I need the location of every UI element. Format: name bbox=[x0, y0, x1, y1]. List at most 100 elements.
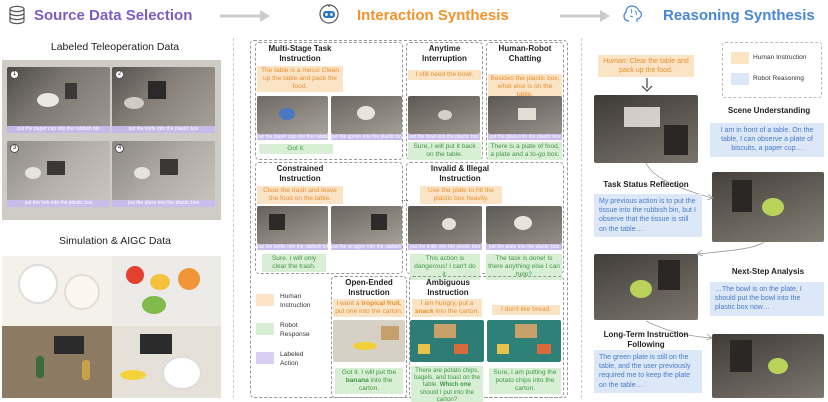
caption-bar bbox=[112, 126, 215, 133]
column-divider bbox=[581, 38, 582, 398]
action-caption-bar bbox=[408, 134, 480, 140]
action-caption-bar bbox=[486, 244, 562, 250]
ellipsis: ... bbox=[401, 193, 409, 203]
fruit-object bbox=[126, 266, 144, 284]
reasoning-frame-1 bbox=[594, 95, 698, 163]
robot-reasoning: The green plate is still on the table, a… bbox=[594, 350, 702, 393]
reasoning-frame-4 bbox=[712, 334, 824, 398]
multistage-title: Multi-Stage Task Instruction bbox=[268, 44, 332, 63]
plate-object bbox=[514, 216, 532, 230]
snack-object bbox=[418, 344, 430, 354]
robot-reasoning: My previous action is to put the tissue … bbox=[594, 194, 702, 237]
clip-number-badge: 2 bbox=[115, 70, 124, 79]
legend-label: Human Instruction bbox=[280, 293, 311, 309]
robot-reasoning: …The bowl is on the plate, I should put … bbox=[710, 282, 824, 316]
text-part: , put one into the carton. bbox=[335, 300, 403, 315]
fruit-object bbox=[120, 370, 146, 380]
teleop-clip-4: put the glass into the plastic box 4 bbox=[112, 141, 215, 207]
sim-image-collage bbox=[2, 256, 221, 398]
teleop-clip-2: put the knife into the plastic box 2 bbox=[112, 67, 215, 133]
ambiguous-panel bbox=[409, 276, 564, 398]
robot-arm bbox=[730, 340, 752, 372]
legend-label: Robot Response bbox=[280, 322, 310, 338]
arrow-right-icon bbox=[558, 8, 614, 29]
action-frame bbox=[257, 206, 328, 244]
bin-object bbox=[269, 214, 285, 230]
table-object bbox=[160, 159, 178, 175]
legend-swatch-human bbox=[256, 294, 274, 306]
table-object bbox=[47, 161, 65, 175]
action-caption-bar bbox=[488, 134, 562, 140]
action-frame bbox=[488, 96, 562, 134]
legend-label: Labeled Action bbox=[280, 351, 304, 367]
text-emphasis: Which one bbox=[439, 381, 472, 389]
human-instruction: Use the plate to hit the plastic box hea… bbox=[420, 186, 502, 204]
table-object bbox=[25, 167, 41, 179]
action-caption-bar bbox=[257, 134, 328, 140]
human-instruction: Clear the trash and leave the food on th… bbox=[257, 186, 343, 204]
snack-object bbox=[454, 344, 468, 354]
clip-number-badge: 1 bbox=[10, 70, 19, 79]
table-object bbox=[65, 83, 77, 99]
snack-object bbox=[537, 344, 551, 354]
connector-arrows bbox=[645, 162, 765, 340]
teleop-label: Labeled Teleoperation Data bbox=[50, 41, 180, 53]
reasoning-synthesis-title: Reasoning Synthesis bbox=[663, 7, 815, 24]
box-object bbox=[54, 336, 84, 354]
table-object bbox=[148, 81, 166, 99]
text-emphasis: banana bbox=[345, 377, 369, 384]
clip-caption: put the fork into the plastic box bbox=[24, 200, 93, 206]
action-frame bbox=[333, 320, 405, 362]
chatting-title: Human-Robot Chatting bbox=[498, 44, 552, 63]
constrained-panel bbox=[255, 162, 403, 274]
text-part: into the carton. bbox=[433, 308, 480, 315]
action-caption: put the wrapper into the rubbish bin bbox=[331, 244, 410, 250]
openended-title: Open-Ended Instruction bbox=[345, 278, 393, 297]
caption-bar bbox=[7, 126, 110, 133]
bowl-object bbox=[279, 108, 295, 120]
human-instruction: The table is a mess! Clean up the table … bbox=[257, 66, 343, 92]
legend-swatch-robot bbox=[256, 323, 274, 335]
sim-image bbox=[2, 256, 112, 326]
action-caption: put the plate into the plastic box bbox=[488, 244, 560, 250]
caption-bar bbox=[7, 200, 110, 207]
text-part: I want a bbox=[336, 300, 362, 307]
box-object bbox=[434, 324, 456, 338]
action-caption-bar bbox=[331, 244, 402, 250]
clip-caption: put the paper cup into the rubbish bin bbox=[17, 126, 100, 132]
text-part: should I put into the carton? bbox=[419, 388, 474, 402]
caption-bar bbox=[112, 200, 215, 207]
action-caption: put the paper cup into the rubbish bin bbox=[257, 134, 340, 140]
interaction-synthesis-title: Interaction Synthesis bbox=[357, 7, 509, 24]
bottle-object bbox=[82, 360, 90, 380]
legend-swatch-human bbox=[731, 52, 749, 64]
action-caption: put the bowl into the plastic box bbox=[409, 134, 479, 140]
robot-arm bbox=[658, 260, 680, 290]
task-status-reflection-title: Task Status Reflection bbox=[603, 180, 689, 189]
box-object bbox=[140, 334, 172, 354]
legend-swatch-action bbox=[256, 352, 274, 364]
robot-response: There are potato chips, bagels, and toas… bbox=[411, 366, 483, 402]
invalid-panel bbox=[406, 162, 564, 274]
plate-object bbox=[162, 356, 202, 390]
box-object bbox=[518, 108, 536, 120]
table-object bbox=[124, 97, 144, 109]
bin-object bbox=[371, 214, 387, 230]
human-instruction: I still need the bowl. bbox=[408, 70, 481, 80]
action-caption: put the glass into the plastic box bbox=[489, 134, 561, 140]
robot-response: There is a plate of food, a plate and a … bbox=[488, 142, 562, 160]
legend-label: Robot Reasoning bbox=[753, 75, 804, 82]
legend-label: Human Instruction bbox=[753, 54, 807, 61]
bowl-object bbox=[442, 218, 456, 230]
interaction-frame bbox=[250, 40, 568, 398]
snack-object bbox=[497, 344, 509, 354]
text-part: I am hungry, put a bbox=[420, 300, 474, 307]
plate-object bbox=[768, 358, 788, 374]
plate-object bbox=[762, 198, 784, 216]
robot-arm bbox=[664, 125, 688, 155]
clip-number-badge: 3 bbox=[10, 144, 19, 153]
sim-image bbox=[112, 326, 221, 398]
sim-image bbox=[2, 326, 112, 398]
action-caption-bar bbox=[257, 244, 328, 250]
banana-object bbox=[353, 342, 377, 350]
